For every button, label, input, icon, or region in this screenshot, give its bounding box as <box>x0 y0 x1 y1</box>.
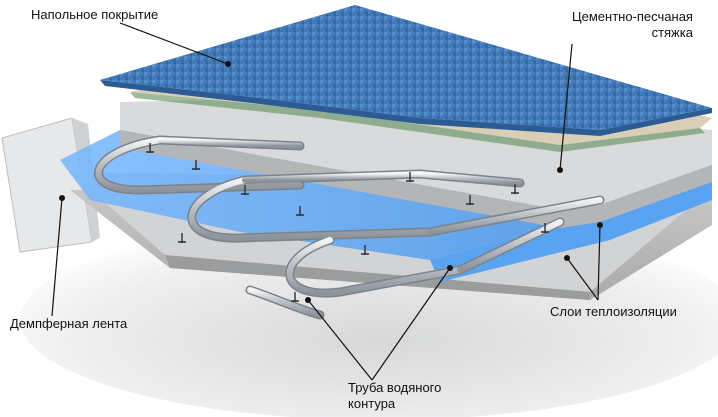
label-screed-line1: Цементно-песчаная <box>572 9 693 25</box>
label-screed: Цементно-песчаная стяжка <box>572 9 693 41</box>
label-pipe-line2: контура <box>348 396 441 412</box>
label-pipe: Труба водяного контура <box>348 380 441 412</box>
label-pipe-line1: Труба водяного <box>348 380 441 396</box>
label-screed-line2: стяжка <box>572 25 693 41</box>
label-insulation-layers: Слои теплоизоляции <box>550 304 677 320</box>
label-floor-covering: Напольное покрытие <box>31 7 158 23</box>
label-damper-tape: Демпферная лента <box>10 316 127 332</box>
